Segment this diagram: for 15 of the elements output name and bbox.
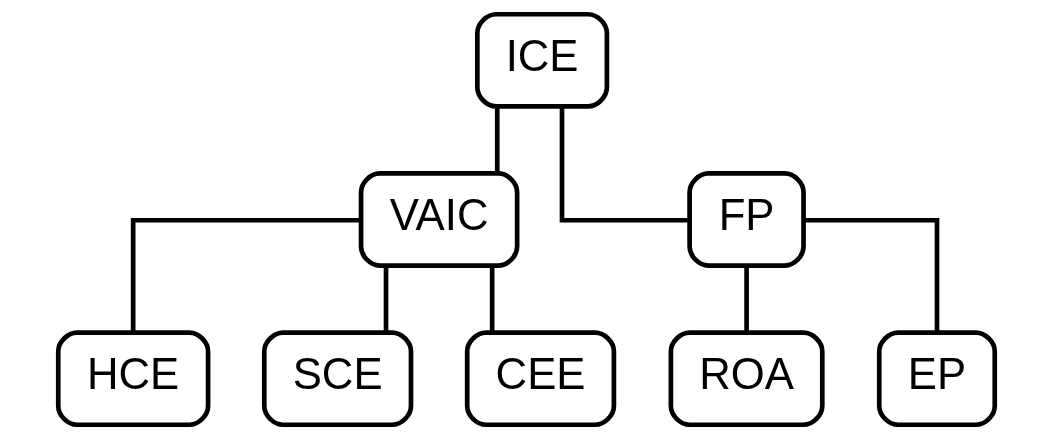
connector	[489, 265, 495, 333]
connector	[559, 106, 690, 223]
connector	[803, 217, 940, 333]
node-box: ROA	[668, 330, 825, 428]
connector	[383, 265, 389, 333]
node-box: CEE	[464, 330, 617, 428]
node-box: VAIC	[358, 171, 520, 268]
node-box: FP	[687, 171, 806, 268]
node-box: SCE	[261, 330, 414, 428]
connector	[744, 265, 749, 333]
node-box: EP	[876, 330, 998, 428]
node-box: HCE	[55, 330, 211, 428]
connector	[130, 217, 361, 333]
node-box: ICE	[475, 11, 610, 109]
connector	[494, 106, 500, 173]
